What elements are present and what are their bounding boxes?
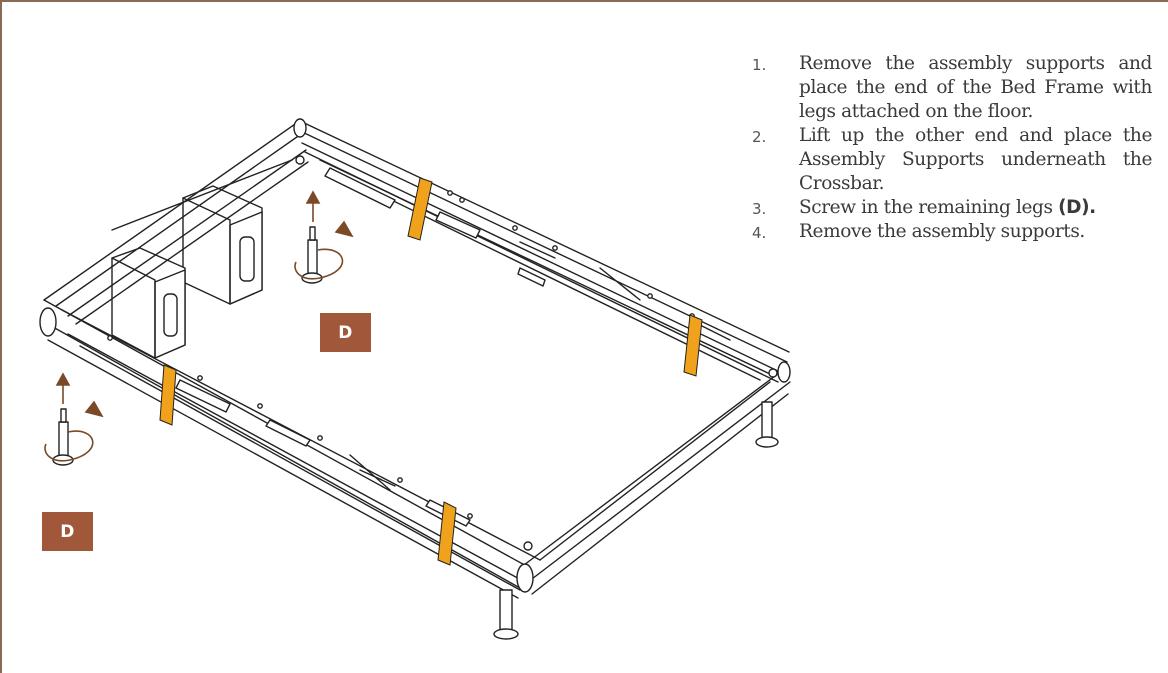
- step-text-bold: (D).: [1058, 197, 1096, 218]
- attached-leg-front: [493, 589, 519, 640]
- step-number: 3.: [752, 200, 767, 218]
- step-text: Lift up the other end and place the Asse…: [799, 125, 1152, 194]
- step-number: 1.: [752, 56, 767, 74]
- step-text: Remove the assembly supports and place t…: [799, 53, 1152, 122]
- loose-leg-bottom: [52, 408, 74, 466]
- step-number: 4.: [752, 224, 767, 242]
- curved-arrow-icon: [44, 220, 354, 462]
- assembly-support-front: [111, 247, 186, 359]
- up-arrow-icon: [55, 190, 321, 404]
- front-rail: [43, 299, 541, 599]
- label-leg-d-bottom: D: [42, 512, 93, 551]
- loose-leg-top: [301, 226, 323, 284]
- step-text-main: Screw in the remaining legs: [799, 197, 1059, 218]
- assembly-support-back: [182, 185, 263, 305]
- right-rail: [519, 369, 791, 595]
- step-text: Remove the assembly supports.: [799, 221, 1085, 242]
- step-text: Screw in the remaining legs (D).: [799, 196, 1152, 220]
- step-1: 1. Remove the assembly supports and plac…: [752, 52, 1152, 124]
- step-2: 2. Lift up the other end and place the A…: [752, 124, 1152, 196]
- left-rail: [43, 121, 309, 325]
- step-number: 2.: [752, 128, 767, 146]
- attached-leg-right: [755, 401, 779, 448]
- step-4: 4. Remove the assembly supports.: [752, 220, 1152, 244]
- label-leg-d-top: D: [320, 313, 371, 352]
- instruction-steps: 1. Remove the assembly supports and plac…: [752, 52, 1152, 244]
- step-3: 3. Screw in the remaining legs (D).: [752, 196, 1152, 220]
- back-rail: [297, 120, 790, 383]
- corner-caps: [39, 118, 791, 593]
- straps: [159, 177, 703, 566]
